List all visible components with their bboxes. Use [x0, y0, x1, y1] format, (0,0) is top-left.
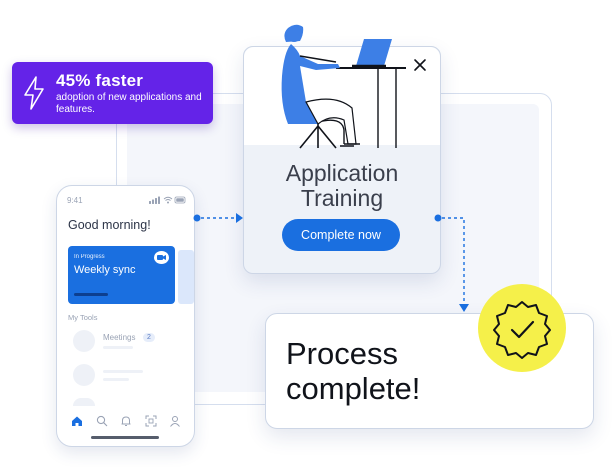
tool-count-badge: 2 — [143, 333, 155, 342]
stat-subtext: adoption of new applications and feature… — [56, 92, 202, 115]
home-icon[interactable] — [71, 415, 83, 427]
tool-name-meetings[interactable]: Meetings — [103, 333, 136, 342]
meeting-progress-bar — [74, 293, 108, 296]
tool-line-placeholder — [103, 378, 129, 381]
close-icon[interactable] — [412, 57, 428, 73]
lightning-icon — [24, 76, 44, 110]
meeting-status: In Progress — [74, 254, 105, 260]
training-popup: Application Training Complete now — [243, 46, 441, 274]
tool-avatar-placeholder — [73, 398, 95, 406]
video-camera-icon[interactable] — [154, 251, 169, 264]
process-title: Process complete! — [286, 336, 421, 406]
home-indicator — [91, 436, 159, 439]
tool-avatar-placeholder — [73, 364, 95, 386]
tool-line-placeholder — [103, 370, 143, 373]
user-icon[interactable] — [169, 415, 181, 427]
tool-avatar — [73, 330, 95, 352]
tool-subline — [103, 346, 133, 349]
complete-now-button[interactable]: Complete now — [282, 219, 400, 251]
phone-mockup: 9:41 Good morning! In Progress Weekly sy… — [56, 185, 195, 447]
scan-icon[interactable] — [145, 415, 157, 427]
bell-icon[interactable] — [120, 415, 132, 427]
person-laptop-illustration — [281, 24, 406, 149]
status-bar-time: 9:41 — [67, 196, 83, 205]
next-card-preview — [178, 250, 194, 304]
meeting-card[interactable]: In Progress Weekly sync — [68, 246, 175, 304]
training-illustration-area — [244, 47, 440, 145]
greeting-text: Good morning! — [68, 218, 151, 232]
search-icon[interactable] — [96, 415, 108, 427]
tools-section-label: My Tools — [68, 313, 98, 322]
training-title: Application Training — [285, 160, 399, 211]
tab-bar — [57, 406, 194, 436]
stat-badge: 45% faster adoption of new applications … — [12, 62, 213, 124]
stat-headline: 45% faster — [56, 71, 144, 90]
status-bar-icons — [149, 196, 186, 204]
checkmark-badge-icon — [478, 284, 566, 372]
meeting-title: Weekly sync — [74, 264, 136, 276]
